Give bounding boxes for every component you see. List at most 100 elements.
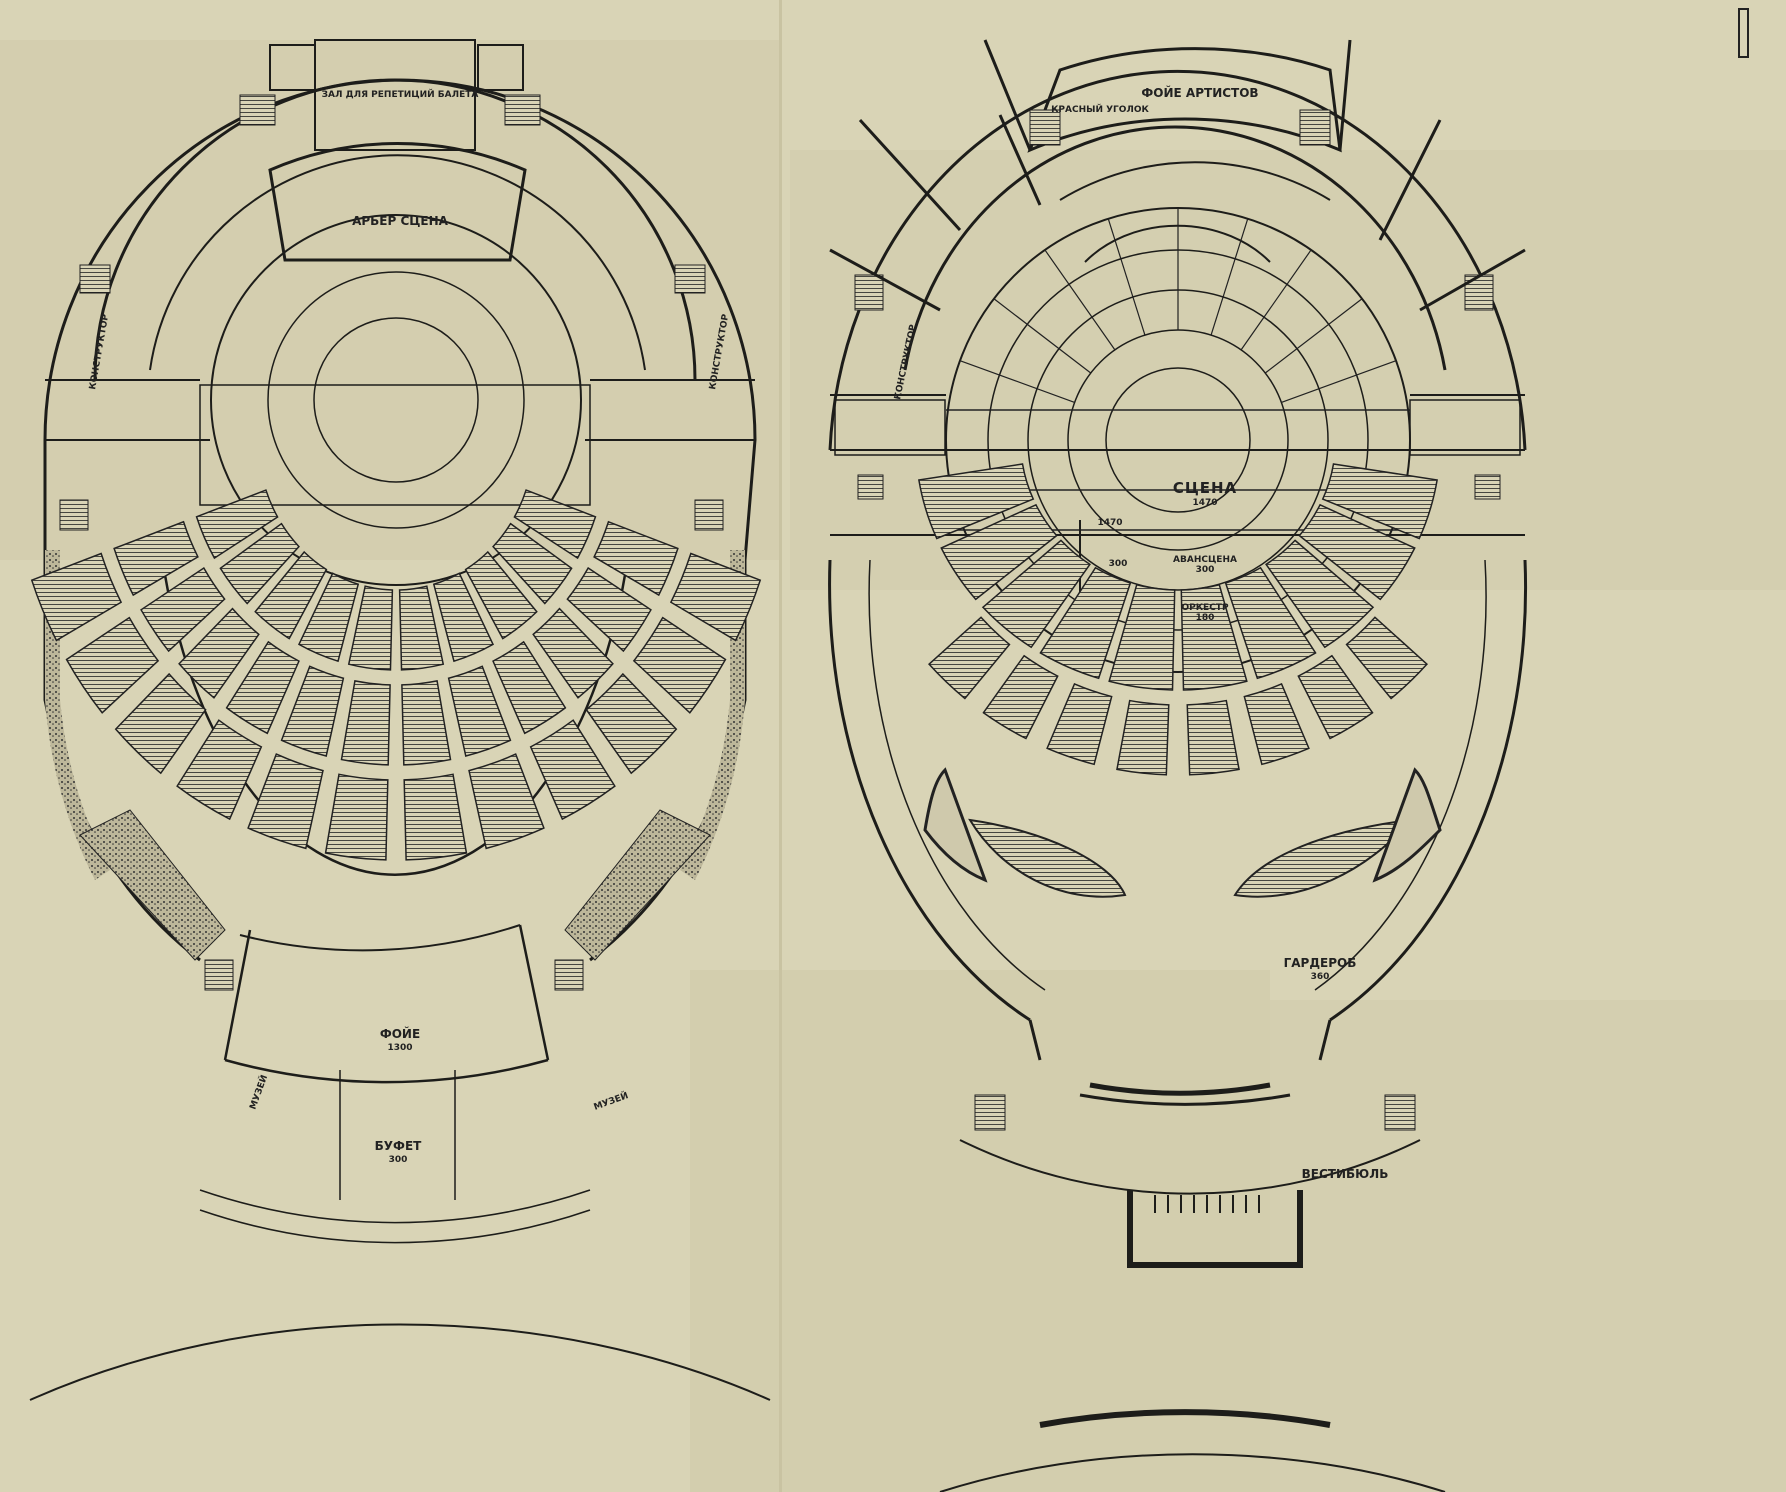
left-stage-inner-circle xyxy=(313,317,479,483)
label-constructor-right: КОНСТРУКТОР xyxy=(708,313,731,391)
right-radial-walls xyxy=(829,39,1526,312)
right-corridor-east xyxy=(1314,559,1487,991)
seat-sector xyxy=(593,520,679,597)
seat-sector xyxy=(225,640,300,735)
left-proscenium-band xyxy=(199,384,591,506)
label-stage-area: 1470 xyxy=(1192,498,1217,508)
left-stage-outer-circle xyxy=(210,214,582,586)
seat-sector xyxy=(1321,463,1438,540)
seat-sector xyxy=(340,680,391,766)
right-canopy-arc xyxy=(939,1453,1446,1492)
left-stair-a xyxy=(269,44,316,91)
stage-radial-line xyxy=(1107,218,1146,336)
right-side-block-east xyxy=(1409,399,1521,456)
label-side-area: 1470 xyxy=(1097,518,1122,528)
seat-sector xyxy=(297,572,360,663)
right-stair-b xyxy=(1299,109,1331,146)
seat-sector xyxy=(447,665,512,757)
label-foyer-area: 1300 xyxy=(387,1043,412,1053)
right-stage-ring-4 xyxy=(1067,329,1289,551)
left-stair-e xyxy=(79,264,111,294)
right-auditorium-wall-east xyxy=(1329,559,1528,1022)
stage-radial-line xyxy=(959,360,1075,403)
background-text-column-right xyxy=(1270,1000,1786,1492)
left-buffet-wall xyxy=(223,924,550,1084)
left-stage-middle-circle xyxy=(267,271,525,529)
left-auditorium-seating xyxy=(30,489,762,861)
seat-sector xyxy=(1265,539,1375,649)
label-constructor-left: КОНСТРУКТОР xyxy=(88,313,111,391)
seat-sector xyxy=(254,550,328,640)
left-inner-ring xyxy=(93,78,697,381)
seat-sector xyxy=(1298,503,1416,601)
right-vestibule-front xyxy=(959,1139,1421,1195)
seat-sector xyxy=(1180,583,1248,691)
seat-sector xyxy=(981,539,1091,649)
seat-sector xyxy=(140,566,226,653)
right-entrance-posts xyxy=(1154,1195,1260,1213)
seat-sector xyxy=(1297,654,1374,740)
left-foyer-front xyxy=(239,924,521,952)
right-stage-arc xyxy=(1059,161,1331,263)
label-buffet: БУФЕТ xyxy=(375,1139,422,1153)
right-corridor-west xyxy=(868,559,1046,991)
stage-radial-line xyxy=(993,298,1092,374)
left-foyer-pier-east xyxy=(564,809,711,961)
right-wardrobe-west xyxy=(968,818,1127,898)
label-wardrobe: ГАРДЕРОБ xyxy=(1284,956,1357,970)
page-divider xyxy=(779,0,782,1492)
seat-sector xyxy=(247,753,324,850)
label-museum-right: МУЗЕЙ xyxy=(592,1089,630,1113)
right-stair-f xyxy=(1474,474,1501,500)
seat-sector xyxy=(632,616,727,714)
stage-radial-line xyxy=(1281,360,1397,403)
stage-radial-line xyxy=(1044,249,1116,351)
seat-sector xyxy=(918,463,1035,540)
seat-sector xyxy=(492,522,573,605)
label-rear-stage: АРЬЕР СЦЕНА xyxy=(352,214,449,228)
label-museum-left: МУЗЕЙ xyxy=(247,1073,271,1111)
seat-sector xyxy=(1345,616,1429,700)
seat-sector xyxy=(65,616,160,714)
right-floor-plan: ФОЙЕ АРТИСТОВ КРАСНЫЙ УГОЛОК СЦЕНА 1470 … xyxy=(828,39,1528,1492)
right-side-block-west xyxy=(834,399,946,456)
right-stair-g xyxy=(974,1094,1006,1131)
seat-sector xyxy=(1186,699,1240,776)
right-vestibule-step xyxy=(1089,1082,1271,1096)
label-proscenium: АВАНСЦЕНА xyxy=(1173,555,1237,565)
seat-sector xyxy=(940,503,1058,601)
background-text-column xyxy=(690,970,1270,1492)
right-side-wings xyxy=(830,394,1525,595)
seat-sector xyxy=(529,719,616,821)
left-stair-h xyxy=(694,499,724,531)
seat-sector xyxy=(432,572,495,663)
label-stage: СЦЕНА xyxy=(1173,479,1237,497)
seat-sector xyxy=(566,566,652,653)
label-proscenium-area: 300 xyxy=(1196,565,1215,575)
label-orchestra-area: 180 xyxy=(1196,613,1215,623)
seat-sector xyxy=(1243,682,1310,766)
label-buffet-area: 300 xyxy=(389,1155,408,1165)
right-stair-e xyxy=(857,474,884,500)
label-side-area-2: 300 xyxy=(1109,559,1128,569)
right-inner-ring xyxy=(903,125,1447,371)
left-stair-f xyxy=(674,264,706,294)
left-floor-plan: ЗАЛ ДЛЯ РЕПЕТИЦИЙ БАЛЕТА АРЬЕР СЦЕНА ФОЙ… xyxy=(29,39,771,1401)
seat-sector xyxy=(324,773,389,861)
right-auditorium-seating xyxy=(918,463,1438,776)
seat-sector xyxy=(669,552,762,642)
seat-sector xyxy=(403,773,468,861)
right-entrance-porch xyxy=(1127,1190,1303,1268)
seat-sector xyxy=(1108,583,1176,691)
left-corridor-ring xyxy=(149,154,646,371)
left-auditorium-wall xyxy=(158,539,632,876)
seat-sector xyxy=(113,520,199,597)
left-stair-d xyxy=(504,94,541,126)
right-stair-a xyxy=(1029,109,1061,146)
right-pier-east xyxy=(1372,767,1442,883)
left-stair-c xyxy=(239,94,276,126)
seat-sector xyxy=(927,616,1011,700)
left-rear-stage xyxy=(268,142,527,262)
seat-sector xyxy=(176,719,263,821)
seat-sector xyxy=(532,607,614,699)
